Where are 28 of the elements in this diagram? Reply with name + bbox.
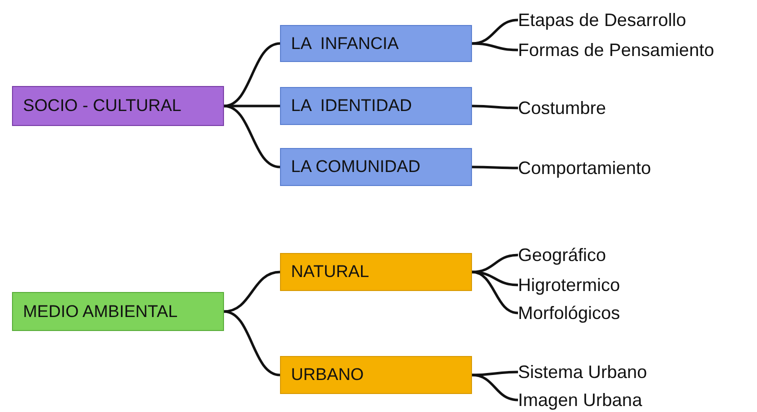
subcategory-box: LA COMUNIDAD bbox=[280, 148, 472, 186]
item-text: Geográfico bbox=[518, 244, 718, 266]
brace-connector bbox=[472, 104, 518, 110]
item-text: Morfológicos bbox=[518, 302, 718, 324]
item-text: Costumbre bbox=[518, 97, 718, 119]
item-text: Higrotermico bbox=[518, 274, 718, 296]
brace-connector bbox=[472, 254, 518, 274]
brace-connector bbox=[472, 166, 518, 170]
brace-connector bbox=[472, 42, 518, 52]
item-text: Imagen Urbana bbox=[518, 389, 718, 411]
brace-connector bbox=[224, 104, 280, 168]
subcategory-box: LA INFANCIA bbox=[280, 25, 472, 62]
item-text: Comportamiento bbox=[518, 157, 718, 179]
item-text: Formas de Pensamiento bbox=[518, 39, 757, 61]
subcategory-box: NATURAL bbox=[280, 253, 472, 291]
brace-connector bbox=[224, 270, 280, 313]
subcategory-box: URBANO bbox=[280, 356, 472, 394]
item-text: Etapas de Desarrollo bbox=[518, 9, 753, 31]
brace-connector bbox=[224, 310, 280, 376]
brace-connector bbox=[472, 270, 518, 314]
category-box: SOCIO - CULTURAL bbox=[12, 86, 224, 126]
brace-connector bbox=[224, 42, 280, 108]
item-text: Sistema Urbano bbox=[518, 361, 718, 383]
subcategory-box: LA IDENTIDAD bbox=[280, 87, 472, 125]
brace-connector bbox=[472, 374, 518, 402]
brace-connector bbox=[472, 18, 518, 45]
brace-connector bbox=[472, 370, 518, 376]
category-box: MEDIO AMBIENTAL bbox=[12, 292, 224, 331]
